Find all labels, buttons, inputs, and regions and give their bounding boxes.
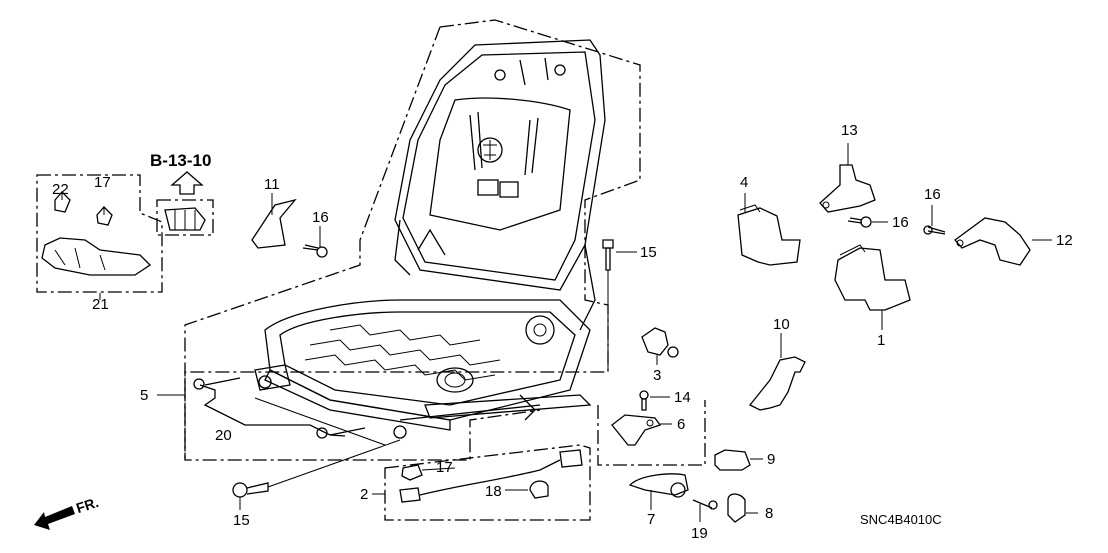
callout-16-middle[interactable]: 16 [892, 214, 909, 231]
seat-back-frame [394, 39, 606, 331]
part-3-switch [641, 327, 679, 365]
callout-9[interactable]: 9 [767, 451, 776, 468]
callout-4[interactable]: 4 [740, 174, 749, 191]
bolt-15-lower [232, 439, 401, 510]
part-12-cover [954, 217, 1052, 266]
callout-5[interactable]: 5 [140, 387, 149, 404]
callout-2[interactable]: 2 [360, 486, 369, 503]
callout-15-upper[interactable]: 15 [640, 244, 657, 261]
part-1-cover [834, 244, 911, 330]
callout-3[interactable]: 3 [653, 367, 662, 384]
callout-6[interactable]: 6 [677, 416, 686, 433]
part-6-bracket [611, 414, 672, 446]
reference-label[interactable]: B-13-10 [150, 151, 212, 170]
part-9-knob [714, 449, 763, 471]
bolt-15-upper [602, 239, 637, 370]
screw-19 [692, 499, 718, 522]
callout-13[interactable]: 13 [841, 122, 858, 139]
switch-assembly-box [36, 174, 163, 300]
callout-16-left[interactable]: 16 [312, 209, 329, 226]
callout-19[interactable]: 19 [691, 525, 708, 542]
callout-17-harness[interactable]: 17 [436, 459, 453, 476]
rod-20 [193, 377, 386, 446]
front-arrow-icon [34, 506, 75, 530]
diagram-code: SNC4B4010C [860, 512, 942, 527]
bolt-14 [639, 390, 670, 411]
callout-16-right[interactable]: 16 [924, 186, 941, 203]
callout-17-box[interactable]: 17 [94, 174, 111, 191]
callout-14[interactable]: 14 [674, 389, 691, 406]
callout-12[interactable]: 12 [1056, 232, 1073, 249]
wire-harness-box [372, 444, 591, 521]
callout-21[interactable]: 21 [92, 296, 109, 313]
reference-b-13-10 [156, 171, 214, 236]
seat-frame-boundary [184, 19, 706, 466]
callout-1[interactable]: 1 [877, 332, 886, 349]
part-8-cap [727, 493, 758, 523]
callout-15-lower[interactable]: 15 [233, 512, 250, 529]
seat-cushion-frame [254, 299, 592, 439]
callout-11[interactable]: 11 [264, 176, 280, 193]
part-13-cover [819, 143, 876, 213]
screw-16-middle [847, 216, 888, 228]
callout-8[interactable]: 8 [765, 505, 774, 522]
part-7-lever-knob [628, 473, 689, 510]
callout-22[interactable]: 22 [52, 181, 69, 198]
callout-20[interactable]: 20 [215, 427, 232, 444]
callout-7[interactable]: 7 [647, 511, 656, 528]
callout-10[interactable]: 10 [773, 316, 790, 333]
screw-16-left [302, 226, 328, 258]
screw-16-right [923, 205, 946, 235]
part-11-cover [251, 193, 297, 249]
callout-18[interactable]: 18 [485, 483, 502, 500]
up-arrow-icon [170, 171, 204, 195]
part-4-cover [737, 193, 801, 266]
part-10-lever [748, 333, 806, 411]
